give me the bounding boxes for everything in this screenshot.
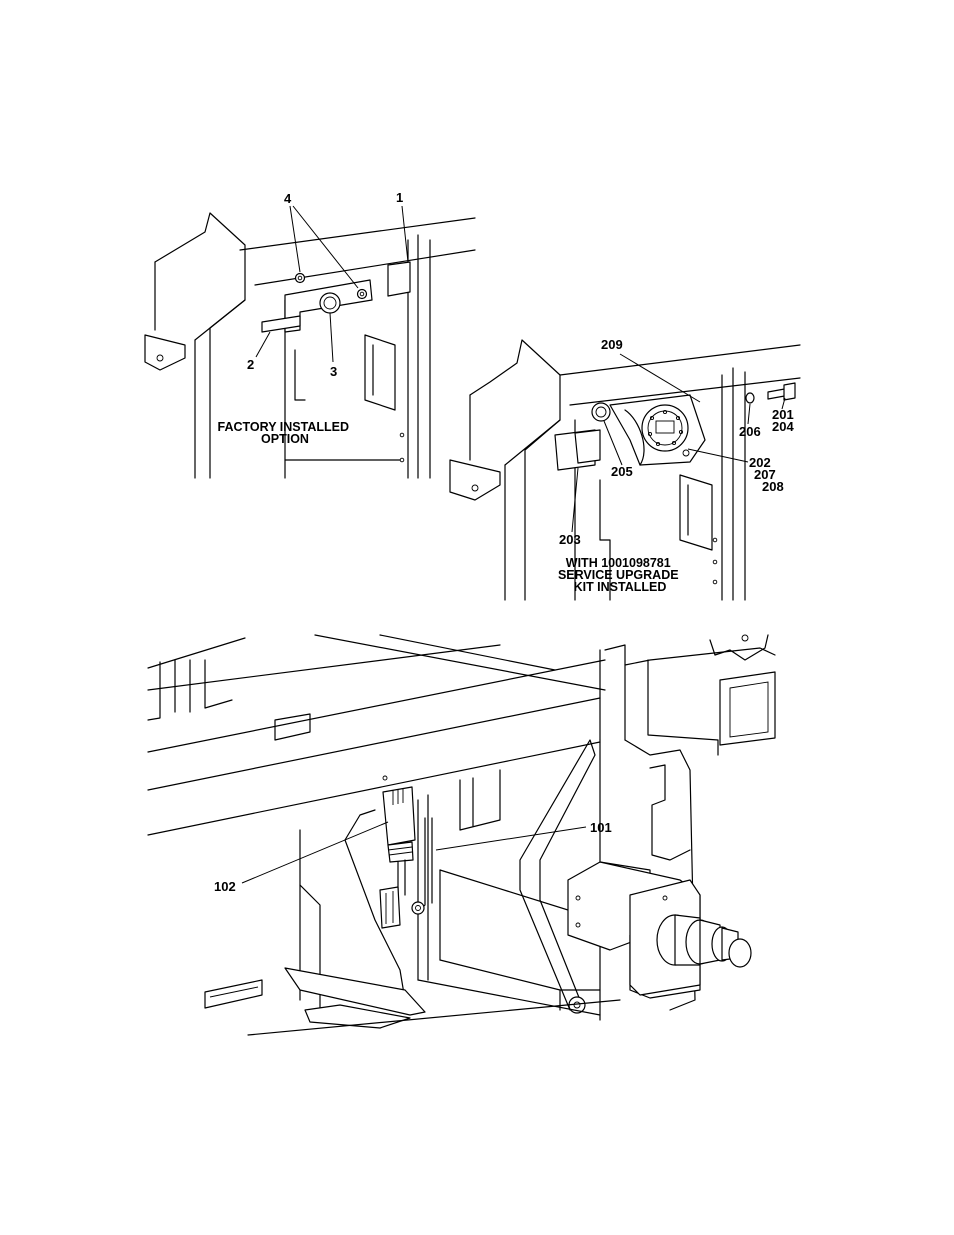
leader-2 (256, 332, 270, 357)
leader-1 (402, 206, 408, 262)
upgrade-caption: WITH 1001098781 SERVICE UPGRADE KIT INST… (558, 556, 682, 594)
callout-208: 208 (762, 479, 784, 494)
leader-3 (330, 313, 333, 362)
upgrade-caption-line-3: KIT INSTALLED (574, 580, 667, 594)
factory-callouts: 4 1 2 3 (247, 190, 408, 379)
chassis-frame-drawing (148, 635, 775, 1035)
factory-caption: FACTORY INSTALLED OPTION (218, 420, 353, 446)
callout-204: 204 (772, 419, 794, 434)
callout-2: 2 (247, 357, 254, 372)
factory-installed-view: 4 1 2 3 FACTORY INSTALLED OPTION (145, 190, 475, 478)
callout-102: 102 (214, 879, 236, 894)
callout-206: 206 (739, 424, 761, 439)
callout-3: 3 (330, 364, 337, 379)
leader-205 (604, 421, 622, 465)
callout-101: 101 (590, 820, 612, 835)
factory-caption-line-2: OPTION (261, 432, 309, 446)
callout-209: 209 (601, 337, 623, 352)
leader-202 (688, 449, 748, 462)
callout-205: 205 (611, 464, 633, 479)
leader-4a (290, 206, 300, 272)
upgrade-kit-view: 209 201 204 206 205 202 207 208 203 WITH… (450, 337, 800, 600)
callout-4: 4 (284, 191, 292, 206)
callout-203: 203 (559, 532, 581, 547)
callout-1: 1 (396, 190, 403, 205)
leader-101 (436, 827, 586, 850)
leader-206 (748, 404, 750, 424)
leader-102 (242, 822, 388, 883)
factory-frame-drawing (145, 213, 475, 478)
chassis-view: 101 102 (148, 635, 775, 1035)
